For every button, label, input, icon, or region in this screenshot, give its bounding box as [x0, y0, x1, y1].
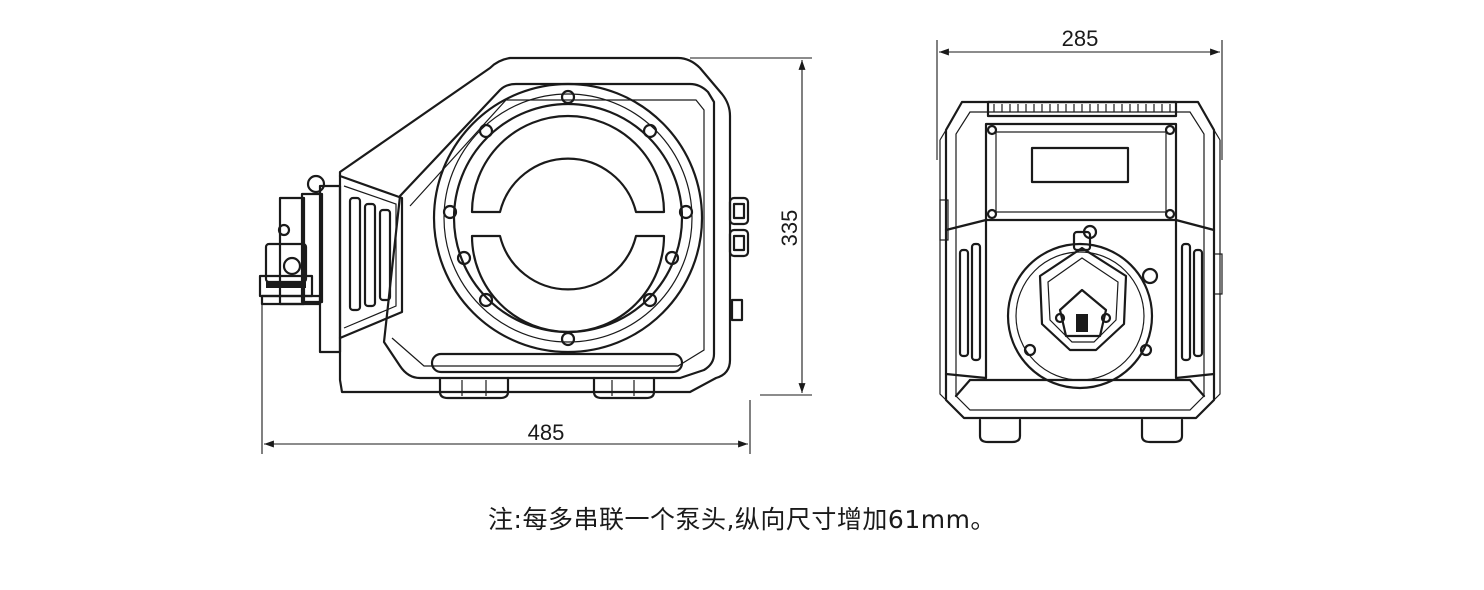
front-vents-right [1180, 242, 1204, 362]
front-view [939, 100, 1223, 444]
front-pump-ring [1006, 242, 1154, 390]
display-screen [1030, 146, 1130, 184]
side-feet [438, 376, 656, 400]
dim-length-label: 485 [528, 420, 565, 445]
front-housing-outline [944, 100, 1216, 420]
display-panel [984, 122, 1178, 222]
cover-handle-bottom [470, 234, 666, 334]
rear-connectors [728, 196, 750, 322]
front-feet [978, 418, 1184, 444]
pump-rotor [1038, 224, 1159, 352]
side-cover-ring [432, 82, 704, 354]
cover-handle-top [470, 114, 666, 214]
dim-height-label: 335 [777, 210, 802, 247]
dim-width-label: 285 [1062, 26, 1099, 51]
side-vents [348, 196, 392, 312]
dim-height: 335 [690, 57, 812, 396]
technical-drawing: 485 335 [258, 26, 1223, 454]
dim-width: 285 [936, 26, 1223, 160]
side-pump-head [258, 174, 342, 354]
note-text: 注:每多串联一个泵头,纵向尺寸增加61mm。 [488, 505, 996, 534]
side-view [258, 56, 750, 400]
side-housing-outline [338, 56, 732, 394]
dim-length: 485 [261, 300, 751, 454]
front-vents-left [958, 242, 982, 362]
top-ribs [993, 104, 1171, 112]
cover-bolts [442, 89, 694, 347]
